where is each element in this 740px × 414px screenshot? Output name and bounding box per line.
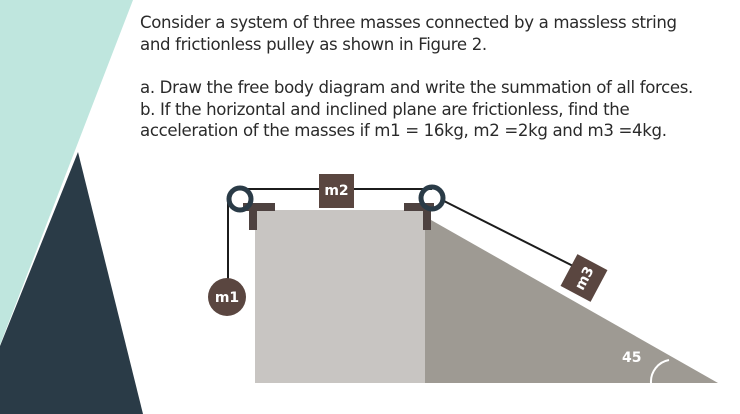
background-navy-shape — [0, 152, 143, 414]
mass-m2: m2 — [319, 174, 354, 208]
right-pulley — [418, 184, 446, 212]
right-pulley-bracket — [404, 203, 434, 230]
incline-angle-arc — [649, 359, 670, 384]
mass-m1-label: m1 — [215, 290, 239, 306]
horizontal-block — [255, 210, 425, 383]
background-teal-shape — [0, 0, 133, 345]
mass-m1: m1 — [208, 278, 246, 316]
incline-angle-label: 45 — [622, 350, 641, 366]
question-part-b-line-1: b. If the horizontal and inclined plane … — [140, 99, 630, 119]
question-intro-line-2: and frictionless pulley as shown in Figu… — [140, 34, 487, 54]
question-intro-line-1: Consider a system of three masses connec… — [140, 13, 677, 32]
mass-m2-label: m2 — [324, 183, 348, 199]
question-part-b-line-2: acceleration of the masses if m1 = 16kg,… — [140, 121, 667, 140]
string-incline — [441, 199, 586, 273]
mass-m3: m3 — [560, 254, 608, 302]
left-pulley — [226, 185, 254, 213]
question-part-a: a. Draw the free body diagram and write … — [140, 78, 693, 97]
left-pulley-bracket — [243, 203, 275, 230]
question-text: Consider a system of three masses connec… — [140, 12, 730, 142]
inclined-plane — [424, 216, 718, 383]
